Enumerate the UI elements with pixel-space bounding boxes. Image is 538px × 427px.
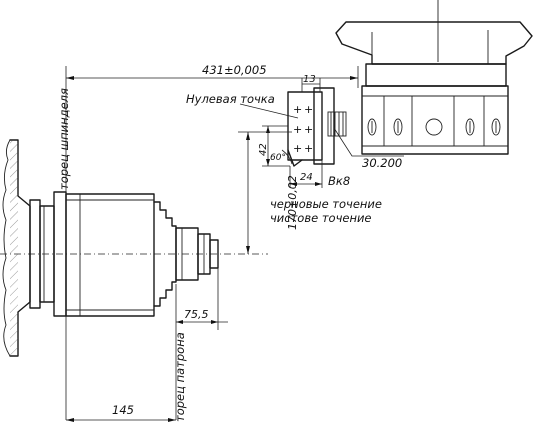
dim-431-label: 431±0,005 bbox=[202, 63, 267, 77]
dimension-75: 75,5 bbox=[176, 268, 228, 330]
zero-point-label: Нулевая точка bbox=[186, 92, 275, 106]
tool-code-label: 30.200 bbox=[362, 156, 402, 170]
rough-turning-label: черновые точение bbox=[270, 197, 382, 211]
bolt-hole bbox=[367, 118, 377, 136]
spindle-face-label: торец шпинделя bbox=[57, 88, 71, 190]
dimension-170: 170±0,02 bbox=[238, 131, 299, 254]
spindle-housing bbox=[2, 139, 31, 357]
svg-text:+: + bbox=[304, 123, 313, 136]
dimension-431: 431±0,005 bbox=[65, 63, 359, 110]
workpiece bbox=[175, 227, 219, 281]
dim-170-label: 170±0,02 bbox=[286, 175, 299, 230]
dim-24-label: 24 bbox=[300, 172, 313, 183]
chuck-body bbox=[65, 193, 155, 317]
svg-text:+: + bbox=[304, 103, 313, 116]
dim-13-label: 13 bbox=[303, 74, 316, 85]
spindle-flange bbox=[29, 191, 67, 317]
bolt-hole bbox=[393, 118, 403, 136]
turret-holder bbox=[335, 0, 533, 155]
dimension-42: 42 bbox=[258, 125, 290, 167]
svg-text:+: + bbox=[293, 142, 302, 155]
dim-75-label: 75,5 bbox=[184, 308, 209, 321]
zero-point-leader bbox=[239, 103, 299, 119]
dimension-24: 24 bbox=[289, 160, 323, 188]
angle-60: 60° bbox=[270, 149, 293, 165]
bolt-hole bbox=[465, 118, 475, 136]
dim-42-label: 42 bbox=[258, 143, 269, 156]
dimension-145: 145 bbox=[66, 403, 176, 422]
dimension-13: 13 bbox=[301, 74, 321, 92]
center-hole bbox=[425, 118, 443, 136]
dim-60-label: 60° bbox=[270, 153, 286, 163]
svg-text:+: + bbox=[304, 142, 313, 155]
chuck-face-label: торец патрона bbox=[173, 332, 187, 422]
bolt-hole bbox=[491, 118, 501, 136]
tool-grade-label: Вк8 bbox=[328, 174, 350, 188]
dim-145-label: 145 bbox=[112, 403, 134, 417]
cutting-tool: + + + + + + bbox=[287, 87, 347, 167]
svg-text:+: + bbox=[293, 123, 302, 136]
tool-code-leader bbox=[333, 127, 404, 157]
finish-turning-label: чистове точение bbox=[270, 211, 372, 225]
svg-text:+: + bbox=[293, 103, 302, 116]
